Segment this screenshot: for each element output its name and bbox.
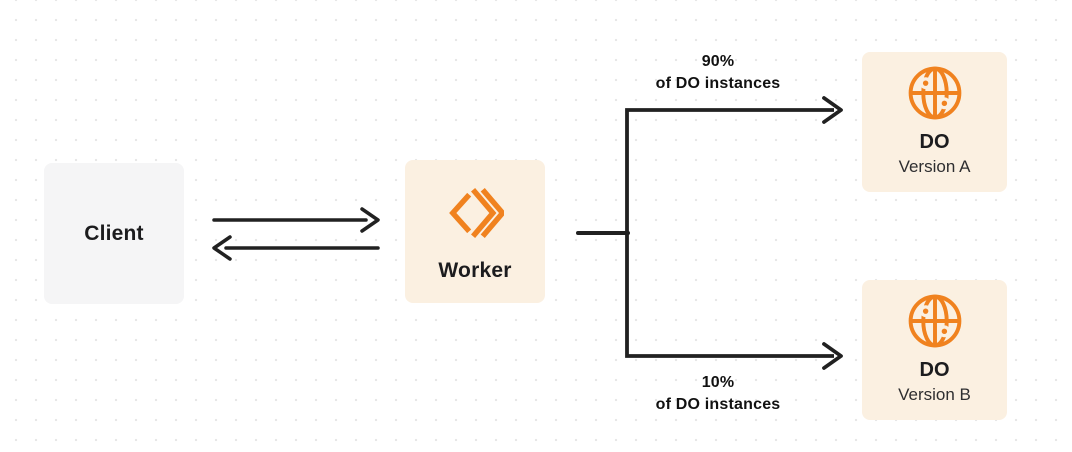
durable-object-globe-icon	[905, 291, 965, 351]
client-to-worker-arrow	[212, 207, 380, 233]
worker-node: Worker	[405, 160, 545, 303]
split-percent-bottom: 10%	[701, 374, 735, 391]
client-node: Client	[44, 163, 184, 304]
split-caption-top: of DO instances	[655, 75, 781, 92]
worker-to-client-arrow	[212, 235, 380, 261]
split-caption-bottom: of DO instances	[655, 396, 781, 413]
do-version-a-node: DO Version A	[862, 52, 1007, 192]
arrowhead-left-icon	[212, 235, 232, 261]
do-a-title: DO	[919, 131, 950, 153]
arrowhead-bottom-icon	[822, 342, 843, 370]
do-b-title: DO	[919, 359, 950, 381]
branch-fork-line	[625, 108, 834, 358]
split-percent-top: 90%	[701, 53, 735, 70]
arrowhead-top-icon	[822, 96, 843, 124]
traffic-split-label-top: 90% of DO instances	[598, 51, 838, 95]
worker-label: Worker	[438, 259, 512, 282]
workers-chevrons-icon	[446, 183, 504, 243]
do-a-subtitle: Version A	[898, 157, 971, 176]
do-version-b-node: DO Version B	[862, 280, 1007, 420]
client-label: Client	[84, 221, 144, 245]
do-b-subtitle: Version B	[898, 385, 971, 404]
arrowhead-right-icon	[360, 207, 380, 233]
durable-object-globe-icon	[905, 63, 965, 123]
traffic-split-label-bottom: 10% of DO instances	[598, 372, 838, 416]
